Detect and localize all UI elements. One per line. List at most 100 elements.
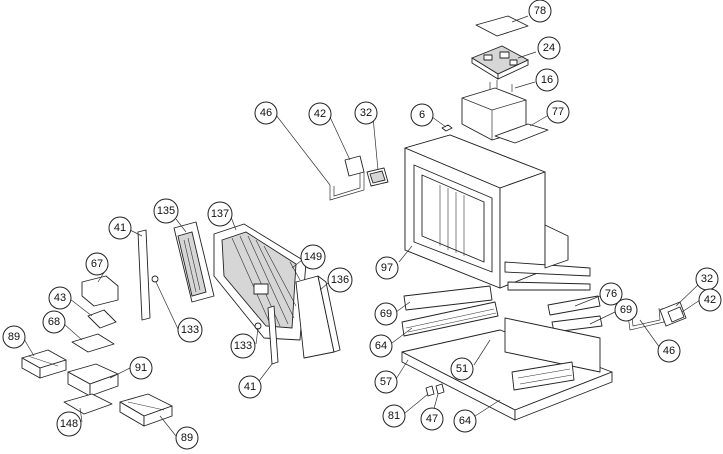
svg-text:148: 148 (60, 418, 78, 430)
svg-text:135: 135 (157, 205, 175, 217)
svg-text:69: 69 (620, 304, 632, 316)
callout-148: 148 (56, 411, 82, 437)
part-box-89-left (21, 349, 67, 379)
callout-136: 136 (327, 267, 353, 293)
callout-43: 43 (48, 286, 72, 310)
svg-text:41: 41 (114, 222, 126, 234)
part-box-91 (67, 363, 119, 397)
callout-42-right: 42 (698, 288, 722, 312)
callout-89-left: 89 (2, 325, 26, 349)
svg-text:57: 57 (380, 376, 392, 388)
part-upright-41-right (267, 305, 279, 365)
part-clip-6 (441, 124, 453, 132)
parts-drawing (21, 15, 687, 427)
svg-text:6: 6 (419, 109, 425, 121)
svg-text:47: 47 (426, 413, 438, 425)
part-circuit-board-24 (471, 45, 530, 80)
svg-text:136: 136 (331, 274, 349, 286)
svg-text:67: 67 (91, 258, 103, 270)
callout-89-right: 89 (175, 426, 199, 450)
callout-67: 67 (85, 252, 109, 276)
svg-text:32: 32 (701, 273, 713, 285)
callout-76: 76 (599, 282, 623, 306)
svg-text:133: 133 (234, 340, 252, 352)
callout-78: 78 (528, 0, 552, 23)
part-slide-rail-64 (401, 301, 499, 337)
svg-text:149: 149 (304, 251, 322, 263)
svg-text:46: 46 (260, 107, 272, 119)
callout-46-right: 46 (657, 339, 681, 363)
part-rail-76 (547, 295, 601, 316)
part-bracket-group-upper (329, 155, 389, 201)
callout-68: 68 (42, 310, 66, 334)
svg-text:64: 64 (459, 415, 471, 427)
part-posts-16 (489, 80, 513, 92)
svg-text:42: 42 (704, 294, 716, 306)
svg-text:68: 68 (48, 316, 60, 328)
callout-77: 77 (546, 100, 570, 124)
callout-41-right: 41 (238, 375, 262, 399)
leader-lines (23, 15, 701, 437)
part-knob-133-left (151, 275, 159, 283)
svg-text:137: 137 (211, 208, 229, 220)
callout-137: 137 (207, 201, 233, 227)
part-bracket-43 (87, 309, 117, 329)
part-strip-149 (289, 261, 301, 281)
part-tray-68 (71, 333, 115, 353)
svg-text:133: 133 (181, 324, 199, 336)
callout-16: 16 (535, 68, 559, 92)
part-side-cover-136 (295, 275, 341, 359)
svg-text:91: 91 (135, 362, 147, 374)
callout-69-right: 69 (614, 298, 638, 322)
callout-32-upper: 32 (354, 101, 378, 125)
svg-text:46: 46 (663, 345, 675, 357)
callout-97: 97 (375, 256, 399, 280)
svg-text:42: 42 (314, 108, 326, 120)
part-main-chassis (404, 134, 591, 291)
callout-46-upper: 46 (254, 101, 278, 125)
callout-69-left: 69 (374, 302, 398, 326)
part-grille-panel-137 (213, 223, 307, 341)
svg-text:78: 78 (534, 5, 546, 17)
part-side-panel-135 (173, 221, 215, 303)
callout-41-left: 41 (108, 216, 132, 240)
part-bracket-group-lower-right (627, 301, 687, 331)
svg-text:69: 69 (380, 308, 392, 320)
part-bracket-67 (81, 275, 119, 307)
svg-text:89: 89 (8, 331, 20, 343)
svg-text:64: 64 (375, 340, 387, 352)
part-fastener-47 (435, 383, 445, 395)
callout-64-lower: 64 (453, 409, 477, 433)
callout-81: 81 (382, 404, 406, 428)
callout-42-upper: 42 (308, 102, 332, 126)
callout-149: 149 (300, 244, 326, 270)
svg-text:16: 16 (541, 74, 553, 86)
svg-text:41: 41 (244, 381, 256, 393)
callout-133-lower: 133 (230, 333, 256, 359)
part-sheet-148 (63, 393, 113, 415)
svg-text:76: 76 (605, 288, 617, 300)
svg-text:24: 24 (543, 42, 555, 54)
callout-135: 135 (153, 198, 179, 224)
callout-6: 6 (410, 103, 434, 127)
callout-51: 51 (450, 357, 474, 381)
callout-24: 24 (537, 36, 561, 60)
callout-47: 47 (420, 407, 444, 431)
svg-text:89: 89 (181, 432, 193, 444)
callout-91: 91 (129, 356, 153, 380)
svg-text:51: 51 (456, 363, 468, 375)
part-base-tray (401, 317, 613, 421)
callout-133-left: 133 (177, 317, 203, 343)
part-fastener-81 (425, 385, 435, 397)
svg-text:77: 77 (552, 106, 564, 118)
svg-text:97: 97 (381, 262, 393, 274)
callout-32-right: 32 (695, 267, 719, 291)
part-housing-77 (461, 87, 549, 144)
callout-57: 57 (374, 370, 398, 394)
part-box-89-right (119, 393, 173, 427)
part-upright-41-left (137, 229, 151, 321)
svg-text:32: 32 (360, 107, 372, 119)
svg-text:43: 43 (54, 292, 66, 304)
